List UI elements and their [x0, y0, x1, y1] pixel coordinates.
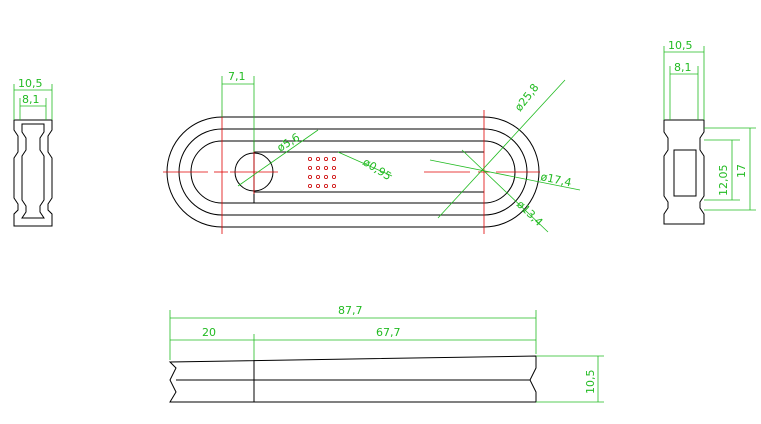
- front-height-label: 10,5: [584, 370, 597, 395]
- hole-dia-label: ø0,95: [360, 156, 393, 184]
- front-view: 87,7 20 67,7 10,5: [168, 304, 604, 403]
- left-inner-width-label: 8,1: [22, 93, 40, 106]
- right-side-view: 10,5 8,1 12,05 17: [663, 39, 756, 225]
- left-segment-label: 20: [202, 326, 216, 339]
- left-side-inner-profile: [21, 123, 45, 219]
- top-view: 7,1 ø5,6 ø0,95 ø25,8 ø17,4 ø13,4: [163, 70, 581, 234]
- mid-dia-label: ø17,4: [539, 170, 572, 189]
- right-segment-label: 67,7: [376, 326, 401, 339]
- overall-length-label: 87,7: [338, 304, 363, 317]
- left-side-profile: [13, 119, 53, 227]
- left-side-view: 10,5 8,1: [13, 77, 53, 227]
- left-overall-width-label: 10,5: [18, 77, 43, 90]
- right-inner-width-label: 8,1: [674, 61, 692, 74]
- outer-dia-label: ø25,8: [512, 81, 541, 114]
- hole-grid: [307, 156, 336, 188]
- offset-label: 7,1: [228, 70, 246, 83]
- front-outline: [168, 355, 537, 403]
- right-inner-height-label: 12,05: [717, 165, 730, 197]
- right-side-slot: [673, 149, 697, 197]
- right-overall-width-label: 10,5: [668, 39, 693, 52]
- right-outer-height-label: 17: [735, 164, 748, 178]
- right-side-profile: [663, 119, 705, 225]
